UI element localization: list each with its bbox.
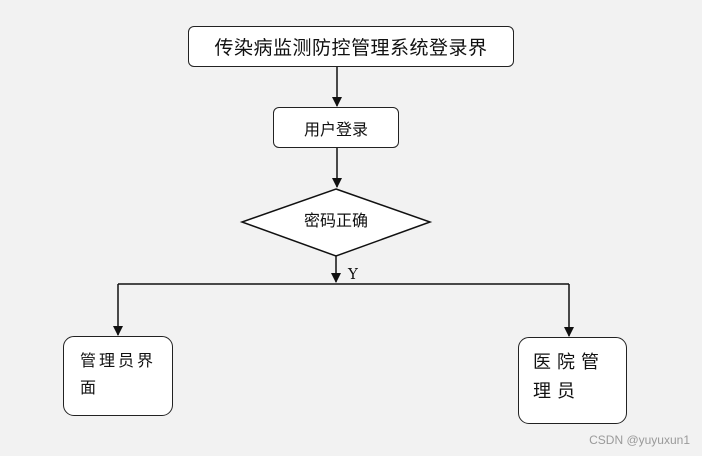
- admin-node: 管理员界面: [63, 336, 173, 416]
- hospital-admin-node: 医院管理员: [518, 337, 627, 424]
- decision-label: 密码正确: [303, 211, 368, 230]
- title-node: 传染病监测防控管理系统登录界: [188, 26, 514, 67]
- login-node: 用户登录: [273, 107, 399, 148]
- login-node-label: 用户登录: [303, 119, 368, 139]
- admin-node-label: 管理员界面: [80, 351, 157, 397]
- title-node-label: 传染病监测防控管理系统登录界: [214, 37, 488, 59]
- watermark-text: CSDN @yuyuxun1: [589, 433, 690, 447]
- hospital-admin-node-label: 医院管理员: [533, 352, 605, 402]
- yes-branch-label: Y: [348, 265, 358, 283]
